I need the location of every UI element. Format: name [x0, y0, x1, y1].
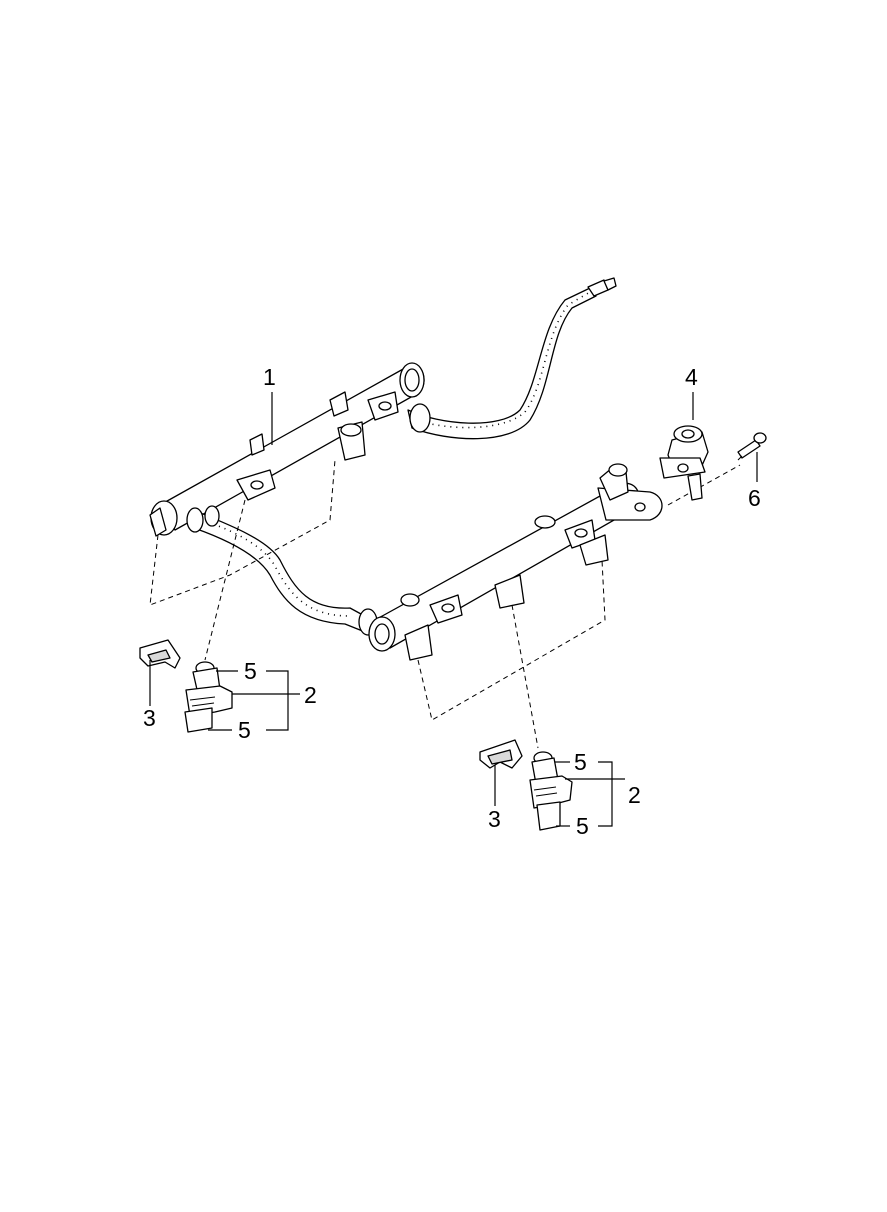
callout-5-right-top: 5 — [574, 749, 587, 775]
callout-4: 4 — [685, 364, 698, 390]
callout-6: 6 — [748, 485, 761, 511]
alignment-lines — [149, 459, 741, 749]
injector-left — [184, 661, 233, 733]
fuel-feed-hose — [407, 277, 617, 440]
fuel-rail-rear — [149, 362, 425, 537]
callout-3-right: 3 — [488, 806, 501, 832]
callout-2-left: 2 — [304, 682, 317, 708]
callout-5-left-top: 5 — [244, 658, 257, 684]
callout-5-right-bottom: 5 — [576, 813, 589, 839]
callout-labels: 1 4 6 5 2 3 5 5 2 3 5 — [143, 364, 761, 839]
leader-lines — [149, 392, 758, 827]
fuel-pressure-regulator — [659, 425, 709, 501]
callout-1: 1 — [263, 364, 276, 390]
fuel-rail-front — [368, 463, 663, 661]
injector-right — [529, 751, 573, 831]
callout-3-left: 3 — [143, 705, 156, 731]
callout-2-right: 2 — [628, 782, 641, 808]
crossover-hose — [186, 505, 378, 636]
injector-clip-left — [139, 639, 181, 669]
injector-clip-right — [479, 739, 523, 769]
regulator-screw — [737, 432, 767, 461]
callout-5-left-bottom: 5 — [238, 717, 251, 743]
